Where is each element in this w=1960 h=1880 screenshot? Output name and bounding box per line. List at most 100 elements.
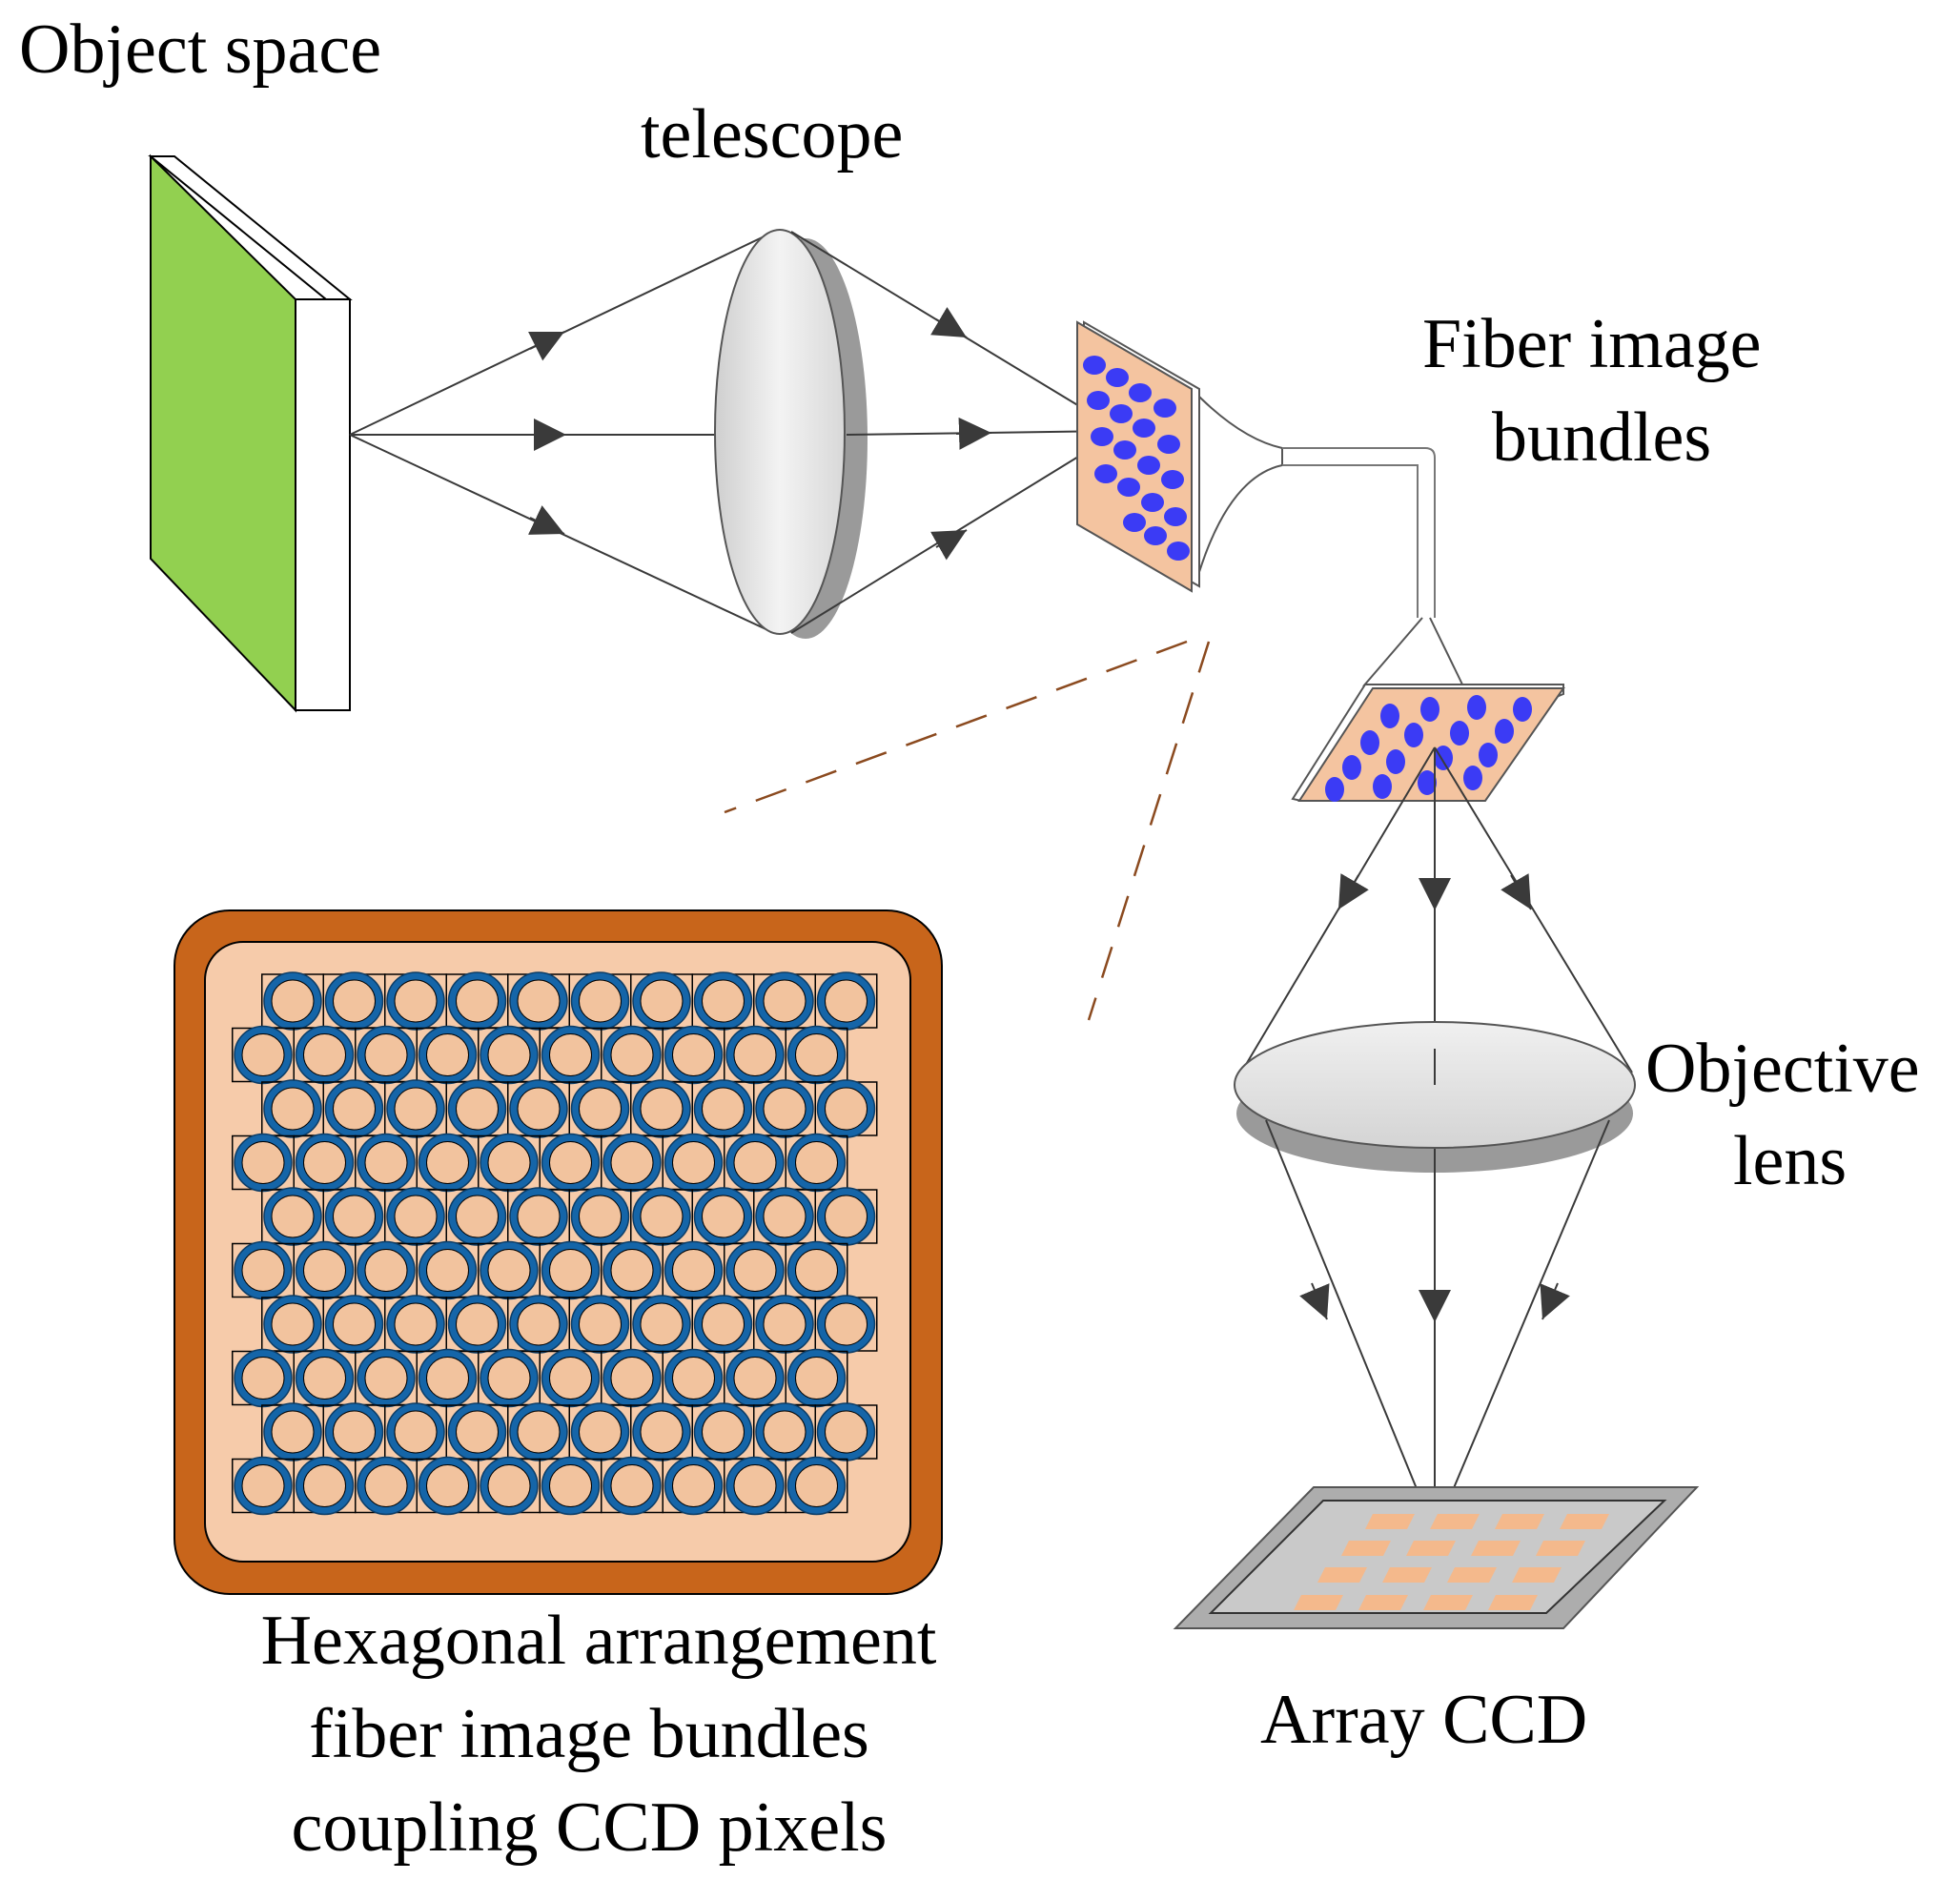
- ray-fiber-left: [1240, 746, 1436, 1073]
- hex-fiber-core-7-5: [517, 1302, 561, 1346]
- arrow-telescope-lower: [930, 529, 968, 561]
- hex-fiber-core-7-9: [763, 1302, 806, 1346]
- arrow-object-upper: [527, 331, 565, 361]
- hex-fiber-core-9-2: [333, 1410, 376, 1454]
- zoom-line-upper: [724, 640, 1188, 814]
- taper-left-line: [1362, 617, 1423, 687]
- hex-fiber-core-3-5: [517, 1087, 561, 1131]
- hex-fiber-core-2-7: [610, 1033, 654, 1076]
- fiber-input-dot-18: [1144, 526, 1167, 545]
- arrow-objective-right: [1540, 1282, 1570, 1320]
- hex-fiber-core-1-5: [517, 979, 561, 1023]
- fiber-output-dot-6: [1404, 723, 1423, 747]
- hex-fiber-core-2-8: [672, 1033, 715, 1076]
- ccd-pixel-8: [1536, 1541, 1585, 1556]
- fiber-output-dot-4: [1513, 697, 1532, 722]
- hex-fiber-core-8-7: [610, 1357, 654, 1400]
- fiber-output-dot-12: [1479, 743, 1498, 767]
- hex-fiber-core-9-10: [825, 1410, 868, 1454]
- hex-fiber-core-10-4: [426, 1464, 469, 1507]
- fiber-output-dot-9: [1342, 755, 1361, 780]
- hex-fiber-core-10-2: [303, 1464, 346, 1507]
- hex-fiber-core-7-7: [640, 1302, 684, 1346]
- fiber-input-dot-13: [1094, 464, 1117, 483]
- fiber-input-dot-19: [1167, 542, 1190, 561]
- fiber-input-dots: [1083, 356, 1190, 561]
- hex-fiber-core-7-1: [271, 1302, 315, 1346]
- fiber-input-dot-15: [1141, 493, 1164, 512]
- hex-fiber-core-10-7: [610, 1464, 654, 1507]
- objective-lens-label-line1: Objective: [1645, 1030, 1920, 1108]
- hex-caption-line3: coupling CCD pixels: [292, 1788, 888, 1867]
- hex-fiber-core-2-9: [733, 1033, 777, 1076]
- hex-fiber-core-5-10: [825, 1195, 868, 1238]
- fiber-input-dot-1: [1083, 356, 1106, 375]
- fiber-input-dot-5: [1087, 391, 1110, 410]
- ccd-pixel-15: [1423, 1595, 1473, 1610]
- hex-fiber-core-3-9: [763, 1087, 806, 1131]
- ccd-pixel-6: [1406, 1541, 1456, 1556]
- hex-fiber-core-6-6: [549, 1249, 592, 1292]
- ray-object-lower: [349, 434, 775, 634]
- hex-fiber-core-3-1: [271, 1087, 315, 1131]
- fiber-output-dot-14: [1373, 774, 1392, 799]
- hex-fiber-core-5-4: [456, 1195, 499, 1238]
- arrow-fiber-right: [1501, 873, 1532, 910]
- hex-fiber-core-3-6: [579, 1087, 622, 1131]
- hex-fiber-core-7-8: [702, 1302, 745, 1346]
- fiber-output-dot-16: [1463, 766, 1482, 790]
- fiber-bundles-label-line2: bundles: [1492, 398, 1711, 477]
- fiber-input-dot-10: [1113, 440, 1136, 460]
- hex-fiber-core-9-9: [763, 1410, 806, 1454]
- fiber-bundles-label-line1: Fiber image: [1422, 305, 1762, 383]
- hex-fiber-core-5-2: [333, 1195, 376, 1238]
- fiber-cable-inner: [1282, 464, 1419, 618]
- hex-fiber-core-1-6: [579, 979, 622, 1023]
- hex-fiber-core-5-6: [579, 1195, 622, 1238]
- ccd-pixel-7: [1471, 1541, 1521, 1556]
- fiber-input-plate: [1076, 320, 1283, 593]
- ccd-pixel-14: [1358, 1595, 1408, 1610]
- fiber-input-dot-4: [1154, 398, 1176, 418]
- telescope-lens-body: [714, 229, 846, 635]
- hex-fiber-core-8-4: [426, 1357, 469, 1400]
- hex-fiber-core-7-3: [394, 1302, 438, 1346]
- ccd-pixel-2: [1430, 1514, 1480, 1529]
- hex-fiber-core-3-10: [825, 1087, 868, 1131]
- hex-fiber-core-9-6: [579, 1410, 622, 1454]
- hex-fiber-core-1-9: [763, 979, 806, 1023]
- hex-fiber-core-5-5: [517, 1195, 561, 1238]
- ccd-pixel-3: [1495, 1514, 1544, 1529]
- object-space-panel: [148, 153, 353, 713]
- telescope-to-fiber-rays: [790, 231, 1121, 634]
- hex-fiber-core-9-1: [271, 1410, 315, 1454]
- fiber-input-dot-8: [1157, 435, 1180, 454]
- hex-fiber-core-1-8: [702, 979, 745, 1023]
- hex-fiber-core-9-8: [702, 1410, 745, 1454]
- fiber-input-dot-17: [1123, 513, 1146, 532]
- hex-fiber-core-6-8: [672, 1249, 715, 1292]
- taper-right-line: [1429, 617, 1464, 687]
- hex-fiber-core-7-2: [333, 1302, 376, 1346]
- hex-fiber-core-3-8: [702, 1087, 745, 1131]
- fiber-output-dot-11: [1434, 746, 1453, 770]
- hex-fiber-core-3-2: [333, 1087, 376, 1131]
- hex-fiber-core-7-6: [579, 1302, 622, 1346]
- fiber-output-dot-13: [1325, 777, 1344, 802]
- ccd-pixel-12: [1512, 1567, 1562, 1583]
- hex-fiber-core-1-2: [333, 979, 376, 1023]
- hex-fiber-core-8-5: [487, 1357, 531, 1400]
- ccd-inner-frame: [1208, 1500, 1667, 1614]
- hex-fiber-core-6-4: [426, 1249, 469, 1292]
- ray-objective-left: [1265, 1119, 1436, 1534]
- hex-caption-line1: Hexagonal arrangement: [261, 1602, 937, 1680]
- fiber-input-dot-14: [1117, 478, 1140, 497]
- fiber-input-dot-6: [1110, 404, 1133, 423]
- hex-fiber-core-6-9: [733, 1249, 777, 1292]
- hex-fiber-core-10-3: [364, 1464, 408, 1507]
- hex-fiber-core-10-8: [672, 1464, 715, 1507]
- hex-fiber-core-8-2: [303, 1357, 346, 1400]
- fiber-output-dot-10: [1386, 749, 1405, 774]
- hex-fiber-core-4-6: [549, 1141, 592, 1184]
